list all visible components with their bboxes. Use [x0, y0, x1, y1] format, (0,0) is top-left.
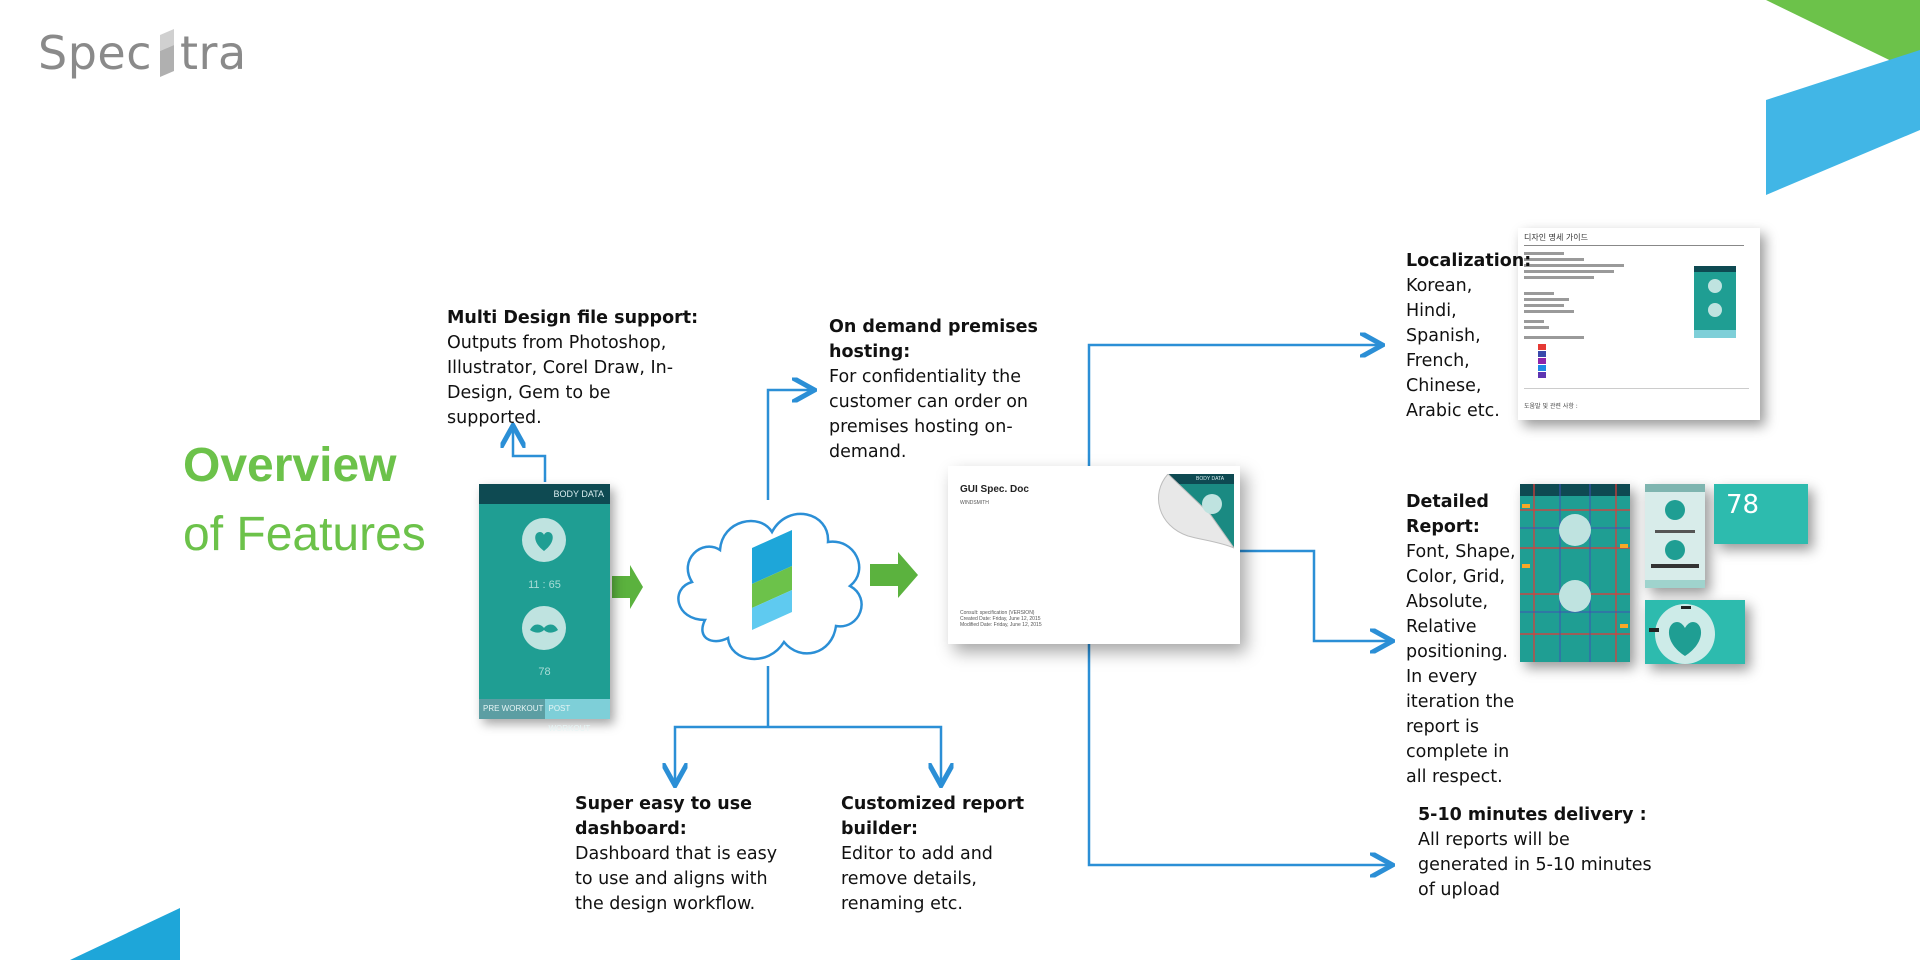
- cloud-icon: [677, 512, 863, 660]
- feature-title: Super easy to use: [575, 794, 752, 814]
- feature-line: Absolute,: [1406, 592, 1489, 612]
- arrow-to-on-demand: [766, 390, 812, 500]
- green-arrow-phone-to-cloud: [612, 565, 643, 609]
- overview-heading: Overview: [183, 439, 397, 492]
- feature-report-builder: Customized report builder: Editor to add…: [841, 792, 1024, 917]
- arrow-to-localization: [1087, 345, 1380, 466]
- feature-title: hosting:: [829, 342, 911, 362]
- localization-document-thumbnail: 디자인 명세 가이드 도움말 및 관련 사항 :: [1518, 228, 1760, 420]
- feature-line: of upload: [1418, 880, 1501, 900]
- localization-doc-content: [1524, 252, 1749, 389]
- feature-line: all respect.: [1406, 767, 1503, 787]
- logo-s-mark: [152, 29, 180, 79]
- feature-line: French,: [1406, 351, 1470, 371]
- feature-line: Arabic etc.: [1406, 401, 1500, 421]
- arrow-to-report-builder: [768, 725, 941, 783]
- heart-icon: [522, 518, 566, 562]
- mustache-icon: [522, 606, 566, 650]
- doc-footer-line: Modified Date: Friday, June 12, 2015: [960, 622, 1042, 628]
- localization-doc-footer: 도움말 및 관련 사항 :: [1524, 403, 1578, 410]
- gui-spec-document: GUI Spec. Doc WINDSMITH Consult: specifi…: [948, 466, 1240, 644]
- feature-title: Multi Design file support:: [447, 308, 699, 328]
- arrow-to-detailed-report: [1240, 549, 1390, 641]
- feature-on-demand: On demand premises hosting: For confiden…: [829, 315, 1038, 465]
- feature-line: Outputs from Photoshop,: [447, 333, 667, 353]
- feature-line: premises hosting on-: [829, 417, 1013, 437]
- feature-line: Design, Gem to be: [447, 383, 611, 403]
- phone-header: BODY DATA: [479, 484, 610, 504]
- feature-detailed-report: Detailed Report: Font, Shape, Color, Gri…: [1406, 490, 1516, 790]
- feature-line: Dashboard that is easy: [575, 844, 778, 864]
- feature-delivery: 5-10 minutes delivery : All reports will…: [1418, 803, 1652, 903]
- feature-line: Illustrator, Corel Draw, In-: [447, 358, 674, 378]
- feature-line: report is: [1406, 717, 1479, 737]
- doc-footer: Consult: specification (VERSION) Created…: [960, 610, 1042, 628]
- feature-line: remove details,: [841, 869, 977, 889]
- feature-line: iteration the: [1406, 692, 1515, 712]
- doc-title: GUI Spec. Doc: [960, 484, 1029, 495]
- feature-line: Korean,: [1406, 276, 1473, 296]
- features-subheading: of Features: [183, 508, 426, 561]
- feature-localization: Localization: Korean, Hindi, Spanish, Fr…: [1406, 249, 1531, 424]
- feature-line: supported.: [447, 408, 542, 428]
- report-thumbnail-heart: [1645, 600, 1745, 664]
- logo-text-left: Spec: [38, 26, 152, 80]
- feature-line: positioning.: [1406, 642, 1508, 662]
- localization-doc-heading: 디자인 명세 가이드: [1524, 233, 1588, 242]
- feature-title: Localization:: [1406, 251, 1532, 271]
- feature-line: renaming etc.: [841, 894, 963, 914]
- phone-tab-pre: PRE WORKOUT: [479, 699, 545, 719]
- feature-line: generated in 5-10 minutes: [1418, 855, 1652, 875]
- feature-line: Color, Grid,: [1406, 567, 1506, 587]
- phone-value-1: 11 : 65: [528, 579, 561, 591]
- doc-footer-line: Consult: specification (VERSION): [960, 610, 1035, 616]
- feature-title: Customized report: [841, 794, 1025, 814]
- feature-line: For confidentiality the: [829, 367, 1021, 387]
- feature-title: Report:: [1406, 517, 1480, 537]
- arrow-to-delivery: [1087, 644, 1390, 865]
- feature-multi-design: Multi Design file support: Outputs from …: [447, 306, 698, 431]
- mobile-app-mockup: BODY DATA 11 : 65 78 PRE WORKOUT POST WO…: [479, 484, 610, 733]
- feature-line: In every: [1406, 667, 1478, 687]
- feature-line: the design workflow.: [575, 894, 756, 914]
- phone-value-2: 78: [538, 666, 551, 678]
- feature-title: builder:: [841, 819, 919, 839]
- report-badge-number: 78: [1726, 490, 1760, 520]
- feature-dashboard: Super easy to use dashboard: Dashboard t…: [575, 792, 777, 917]
- feature-line: Spanish,: [1406, 326, 1481, 346]
- feature-line: to use and aligns with: [575, 869, 768, 889]
- green-arrow-cloud-to-doc: [870, 552, 918, 598]
- logo-text-right: tra: [180, 26, 247, 80]
- arrow-to-dashboard: [675, 725, 768, 783]
- feature-line: Relative: [1406, 617, 1477, 637]
- feature-line: Chinese,: [1406, 376, 1482, 396]
- feature-line: complete in: [1406, 742, 1510, 762]
- report-thumbnail-phone: [1645, 484, 1705, 588]
- feature-title: 5-10 minutes delivery :: [1418, 805, 1647, 825]
- report-thumbnail-number: 78: [1714, 484, 1808, 544]
- feature-title: Detailed: [1406, 492, 1489, 512]
- feature-line: Hindi,: [1406, 301, 1457, 321]
- doc-page-curl: [1158, 474, 1234, 549]
- doc-corner-label: BODY DATA: [1196, 476, 1225, 482]
- divider: [1524, 245, 1744, 246]
- feature-line: All reports will be: [1418, 830, 1570, 850]
- feature-title: On demand premises: [829, 317, 1038, 337]
- doc-subtitle: WINDSMITH: [960, 500, 989, 506]
- arrow-to-multi-design: [513, 428, 547, 482]
- feature-line: Editor to add and: [841, 844, 993, 864]
- doc-footer-line: Created Date: Friday, June 12, 2015: [960, 616, 1041, 622]
- feature-line: Font, Shape,: [1406, 542, 1516, 562]
- report-thumbnail-grid: [1520, 484, 1630, 662]
- feature-line: customer can order on: [829, 392, 1028, 412]
- corner-decoration-bottom-left: [70, 908, 180, 960]
- feature-line: demand.: [829, 442, 907, 462]
- phone-tab-post: POST WORKOUT: [544, 699, 610, 733]
- phone-footer: PRE WORKOUT POST WORKOUT: [479, 699, 610, 733]
- feature-title: dashboard:: [575, 819, 687, 839]
- corner-decoration-top-right: [1766, 0, 1920, 195]
